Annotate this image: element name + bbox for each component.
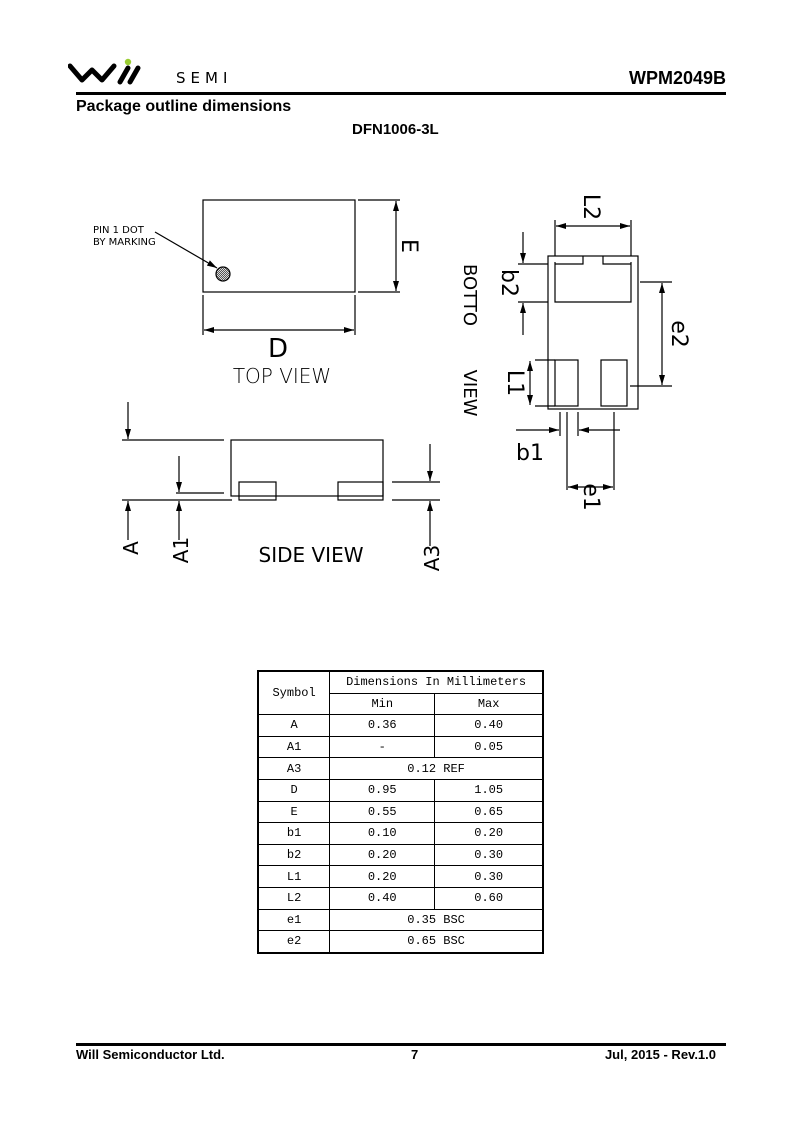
symbol-cell: L1 xyxy=(257,865,331,888)
max-cell: 0.30 xyxy=(434,843,544,867)
symbol-cell: b1 xyxy=(257,822,331,845)
symbol-cell: e1 xyxy=(257,908,331,932)
table-header-row: Symbol Dimensions In Millimeters xyxy=(257,670,544,716)
package-outline-drawing: PIN 1 DOT BY MARKING TOP VIEW SIDE VIEW … xyxy=(93,194,691,571)
side-view-body xyxy=(230,439,384,497)
max-cell: 1.05 xyxy=(434,778,544,802)
footer-page-number: 7 xyxy=(411,1047,419,1062)
dim-label-e1: e1 xyxy=(578,483,603,511)
dim-label-A1: A1 xyxy=(169,537,193,563)
bottom-view-body xyxy=(547,255,639,410)
dim-label-A3: A3 xyxy=(420,545,444,571)
footer-revision: Jul, 2015 - Rev.1.0 xyxy=(604,1047,716,1062)
symbol-cell: b2 xyxy=(257,843,331,867)
min-cell: 0.40 xyxy=(329,886,436,910)
bottom-pad-top xyxy=(554,256,632,303)
side-pad-left xyxy=(238,481,277,501)
dim-label-b1: b1 xyxy=(516,441,544,466)
symbol-cell: e2 xyxy=(257,930,331,954)
bottom-pad-right xyxy=(600,359,628,407)
symbol-cell: E xyxy=(257,800,331,824)
bottom-view-label-1: BOTTO xyxy=(459,264,480,326)
dim-label-A: A xyxy=(119,541,143,555)
dimensions-table: Symbol Dimensions In Millimeters Min Max… xyxy=(257,670,544,954)
group-header: Dimensions In Millimeters xyxy=(329,670,544,694)
pin1-label-line1: PIN 1 DOT xyxy=(93,225,145,236)
min-cell: 0.95 xyxy=(329,778,436,802)
dim-label-D: D xyxy=(268,334,288,364)
pin1-label-line2: BY MARKING xyxy=(93,237,156,248)
span-value-cell: 0.35 BSC xyxy=(329,908,544,932)
min-cell: 0.20 xyxy=(329,865,436,888)
company-logo: SEMI xyxy=(67,58,258,88)
table-subheader-row: Min Max xyxy=(258,692,544,716)
header-rule xyxy=(76,92,726,95)
symbol-cell: A3 xyxy=(257,757,331,780)
symbol-cell: L2 xyxy=(257,886,331,910)
span-value-cell: 0.12 REF xyxy=(329,757,544,780)
min-cell: 0.20 xyxy=(329,843,436,867)
top-view-label: TOP VIEW xyxy=(233,364,331,388)
max-cell: 0.05 xyxy=(434,735,544,759)
dim-label-L2: L2 xyxy=(578,194,603,220)
table-row: A1-0.05 xyxy=(257,735,544,759)
footer-rule xyxy=(76,1043,726,1046)
symbol-cell: D xyxy=(257,778,331,802)
symbol-cell: A xyxy=(257,714,331,737)
side-view-label: SIDE VIEW xyxy=(259,543,364,567)
max-cell: 0.40 xyxy=(434,714,544,737)
max-cell: 0.30 xyxy=(434,865,544,888)
min-cell: 0.10 xyxy=(329,822,436,845)
top-view-body xyxy=(202,199,356,293)
max-cell: 0.20 xyxy=(434,822,544,845)
min-cell: 0.55 xyxy=(329,800,436,824)
section-title: Package outline dimensions xyxy=(76,98,292,115)
dim-label-E: E xyxy=(396,239,421,253)
min-header: Min xyxy=(329,692,436,716)
max-header: Max xyxy=(434,692,544,716)
part-number: WPM2049B xyxy=(628,68,726,88)
min-cell: - xyxy=(329,735,436,759)
dim-label-L1: L1 xyxy=(502,370,527,396)
bottom-pad-left xyxy=(554,359,579,407)
package-name: DFN1006-3L xyxy=(352,121,439,138)
max-cell: 0.65 xyxy=(434,800,544,824)
dim-label-b2: b2 xyxy=(496,269,521,297)
dim-label-e2: e2 xyxy=(666,320,691,348)
max-cell: 0.60 xyxy=(434,886,544,910)
symbol-cell: A1 xyxy=(257,735,331,759)
footer-company: Will Semiconductor Ltd. xyxy=(76,1047,225,1062)
min-cell: 0.36 xyxy=(329,714,436,737)
side-pad-right xyxy=(337,481,384,501)
span-value-cell: 0.65 BSC xyxy=(329,930,544,954)
svg-text:SEMI: SEMI xyxy=(176,69,232,87)
bottom-view-label-2: VIEW xyxy=(459,370,480,417)
symbol-header: Symbol xyxy=(257,670,331,716)
pin1-dot xyxy=(215,266,231,282)
